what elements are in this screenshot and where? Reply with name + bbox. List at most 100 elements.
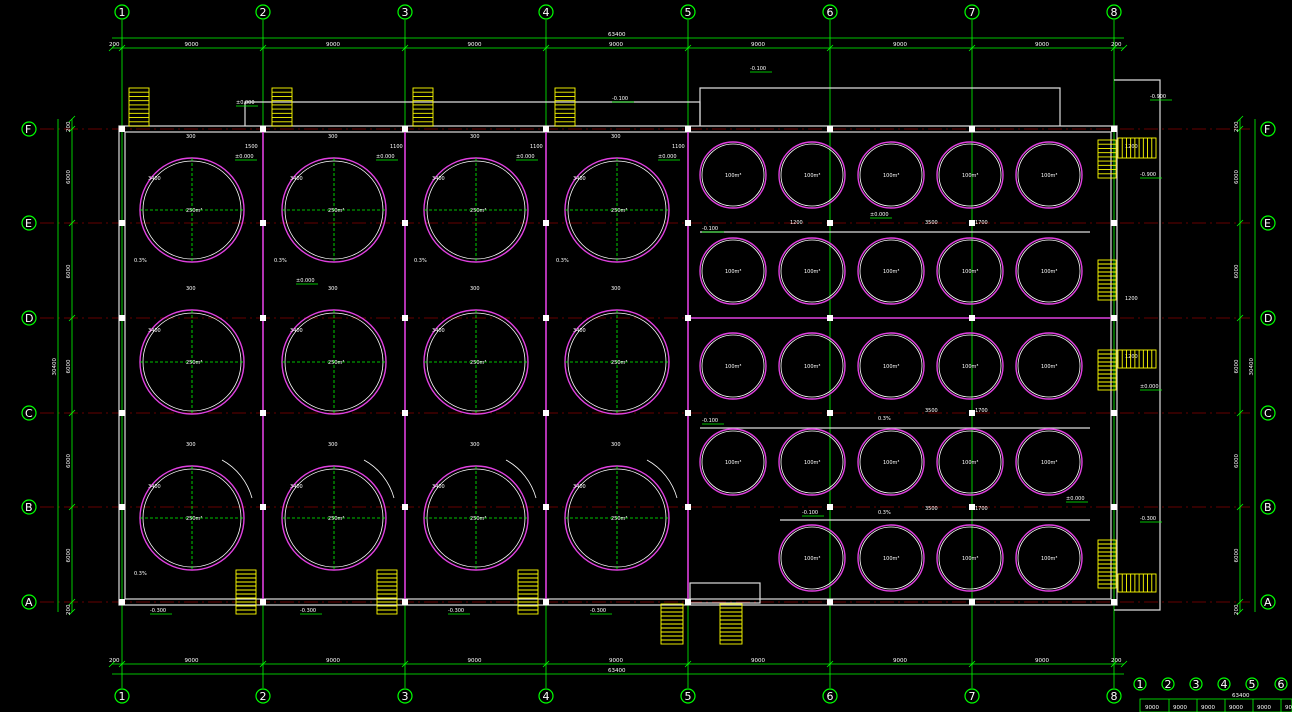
large-tank-label: 250m³: [611, 516, 627, 522]
dimension-value: 9000: [326, 42, 340, 48]
building-walls: [118, 79, 1161, 611]
legend-bubble: [1274, 677, 1288, 691]
grid-bubble-row-E: [21, 215, 37, 231]
small-tank-inner: [1017, 526, 1081, 590]
grid-bubble-label: 2: [260, 6, 267, 19]
small-tank-inner: [859, 239, 923, 303]
stair: [271, 87, 293, 127]
column-marker: [969, 504, 975, 510]
stair: [554, 87, 576, 127]
dimension-value: 9000: [1035, 658, 1049, 664]
dimension-tick: [1120, 44, 1128, 52]
small-tank-label: 100m³: [962, 556, 978, 562]
large-tank-label: 250m³: [611, 208, 627, 214]
small-tank: [936, 141, 1004, 209]
annex-wall: [244, 101, 701, 126]
column-marker: [685, 410, 691, 416]
dimension-value: 6000: [66, 359, 72, 373]
dimension-tick: [118, 660, 126, 668]
column-marker: [685, 220, 691, 226]
large-tank-label: 250m³: [186, 208, 202, 214]
small-tank-inner: [780, 430, 844, 494]
dimension-value: 200: [1111, 42, 1122, 48]
stair: [1097, 349, 1117, 391]
dimension-value: 9000: [609, 42, 623, 48]
dimension-tick: [259, 660, 267, 668]
dimension-tick: [1236, 219, 1244, 227]
stair-outline: [376, 569, 398, 615]
dimension-tick: [1110, 660, 1118, 668]
grid-bubble-col-1: [114, 688, 130, 704]
legend-span: 9000: [1201, 705, 1215, 711]
grid-bubble-label: 6: [827, 690, 834, 703]
grid-bubble-col-8: [1106, 688, 1122, 704]
grid-bubble-label: 7: [969, 690, 976, 703]
dimension-tick: [118, 44, 126, 52]
slope-label: 0.3%: [134, 571, 147, 577]
stair: [376, 569, 398, 615]
slope-label: 0.3%: [878, 510, 891, 516]
large-tank-label: 250m³: [186, 516, 202, 522]
dimension-tick: [968, 660, 976, 668]
grid-bubble-label: 7: [969, 6, 976, 19]
tank-dim-label: 300: [186, 286, 196, 292]
column-marker: [543, 220, 549, 226]
small-tank-inner: [701, 239, 765, 303]
small-tank-label: 100m³: [725, 460, 741, 466]
column-marker: [260, 410, 266, 416]
column-marker: [827, 220, 833, 226]
stair: [719, 603, 743, 645]
tank-dim-label: 3400: [432, 484, 445, 490]
ramp-arc: [505, 459, 537, 499]
column-marker: [827, 599, 833, 605]
small-tank-inner: [780, 239, 844, 303]
column-marker: [543, 315, 549, 321]
legend-span: 9000: [1145, 705, 1159, 711]
small-tank-inner: [859, 334, 923, 398]
small-tank: [936, 332, 1004, 400]
small-tank-label: 100m³: [804, 460, 820, 466]
dimension-tick: [1236, 125, 1244, 133]
stair-outline: [1117, 573, 1157, 593]
dimension-value: 6000: [66, 264, 72, 278]
column-marker: [260, 220, 266, 226]
grid-bubble-label: E: [1264, 217, 1271, 230]
dimension-value: 200: [1234, 604, 1240, 615]
tank-dim-label: 3400: [573, 328, 586, 334]
legend-bubble: [1133, 677, 1147, 691]
tank-dim-label: 300: [328, 134, 338, 140]
ramp-arc: [646, 459, 678, 499]
small-tank: [857, 332, 925, 400]
dimension-value: 6000: [1234, 548, 1240, 562]
small-tank: [699, 141, 767, 209]
column-marker: [402, 410, 408, 416]
grid-bubble-row-A: [1260, 594, 1276, 610]
elevation-label: ±0.000: [516, 154, 535, 160]
dimension-tick: [684, 44, 692, 52]
small-tank-inner: [938, 430, 1002, 494]
small-tank-inner: [780, 526, 844, 590]
small-tank-inner: [701, 334, 765, 398]
annex-wall: [699, 87, 1061, 126]
grid-bubble-label: 5: [685, 690, 692, 703]
small-tank-inner: [1017, 239, 1081, 303]
legend-table: 12345663400900090009000900090009000: [1133, 677, 1292, 712]
legend-bubble-label: 5: [1249, 678, 1256, 691]
column-marker: [119, 126, 125, 132]
small-tank-label: 100m³: [1041, 460, 1057, 466]
dimension-label: 1700: [975, 506, 988, 512]
legend-bubble-label: 1: [1137, 678, 1144, 691]
legend-bubble-label: 4: [1221, 678, 1228, 691]
column-marker: [119, 599, 125, 605]
column-marker: [119, 504, 125, 510]
dimension-tick: [968, 44, 976, 52]
small-tank: [1015, 141, 1083, 209]
elevation-label: ±0.000: [870, 212, 889, 218]
grid-bubble-col-3: [397, 4, 413, 20]
small-tank-label: 100m³: [725, 269, 741, 275]
dimension-tick: [1236, 314, 1244, 322]
small-tank-label: 100m³: [962, 364, 978, 370]
tank-dim-label: 3400: [148, 484, 161, 490]
dimension-value: 9000: [1035, 42, 1049, 48]
